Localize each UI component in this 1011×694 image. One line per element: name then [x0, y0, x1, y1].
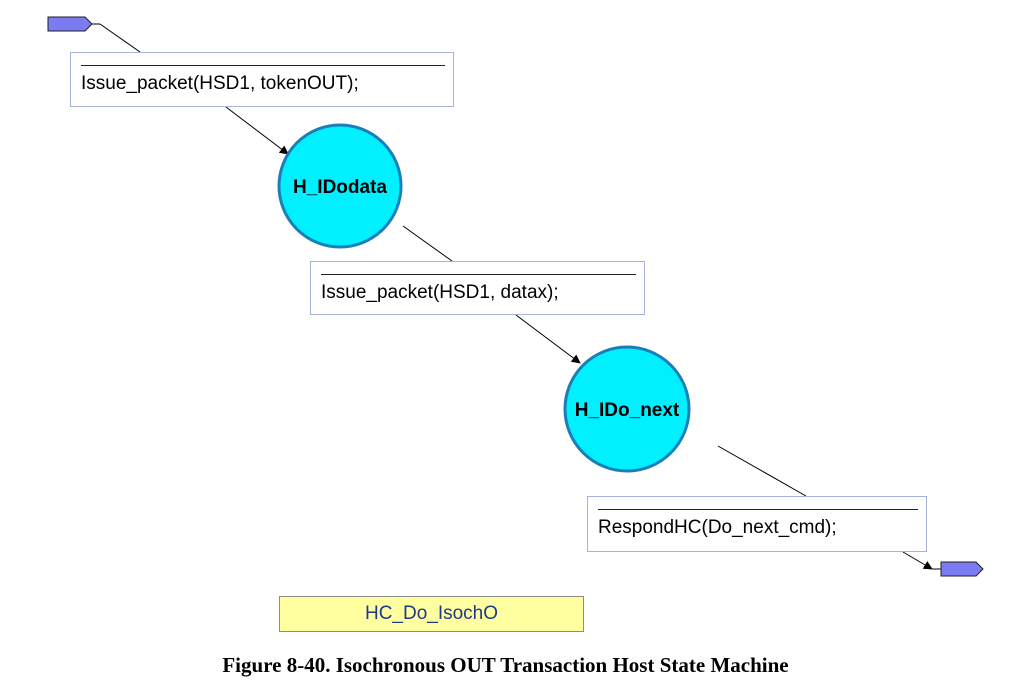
action-text-issue-data: Issue_packet(HSD1, datax);	[321, 282, 559, 303]
action-box-respond[interactable]: RespondHC(Do_next_cmd);	[587, 496, 927, 552]
entry-transition-line	[99, 23, 141, 53]
transition-arrow	[515, 314, 581, 364]
figure-caption: Figure 8-40. Isochronous OUT Transaction…	[222, 653, 789, 677]
state-h-ido-next-label: H_IDo_next	[575, 400, 680, 421]
state-machine-name: HC_Do_IsochO	[279, 596, 584, 632]
transition-arrow	[902, 551, 933, 570]
action-box-divider	[598, 509, 918, 510]
state-h-ido-next[interactable]: H_IDo_next	[563, 345, 691, 473]
action-text-issue-token: Issue_packet(HSD1, tokenOUT);	[81, 73, 359, 94]
action-box-issue-token[interactable]: Issue_packet(HSD1, tokenOUT);	[70, 52, 454, 107]
action-box-divider	[81, 65, 445, 66]
state-h-idodata[interactable]: H_IDodata	[277, 123, 403, 249]
state-h-idodata-circle	[277, 123, 403, 249]
action-box-divider	[321, 274, 636, 275]
state-h-ido-next-circle	[563, 345, 691, 473]
action-text-respond: RespondHC(Do_next_cmd);	[598, 517, 837, 538]
transition-arrow	[225, 106, 289, 155]
action-box-issue-data[interactable]: Issue_packet(HSD1, datax);	[310, 261, 645, 315]
entry-connector-icon	[47, 16, 93, 32]
transition-line	[717, 445, 807, 497]
transition-line	[402, 225, 453, 262]
exit-connector-icon	[940, 561, 984, 577]
state-h-idodata-label: H_IDodata	[293, 177, 387, 198]
